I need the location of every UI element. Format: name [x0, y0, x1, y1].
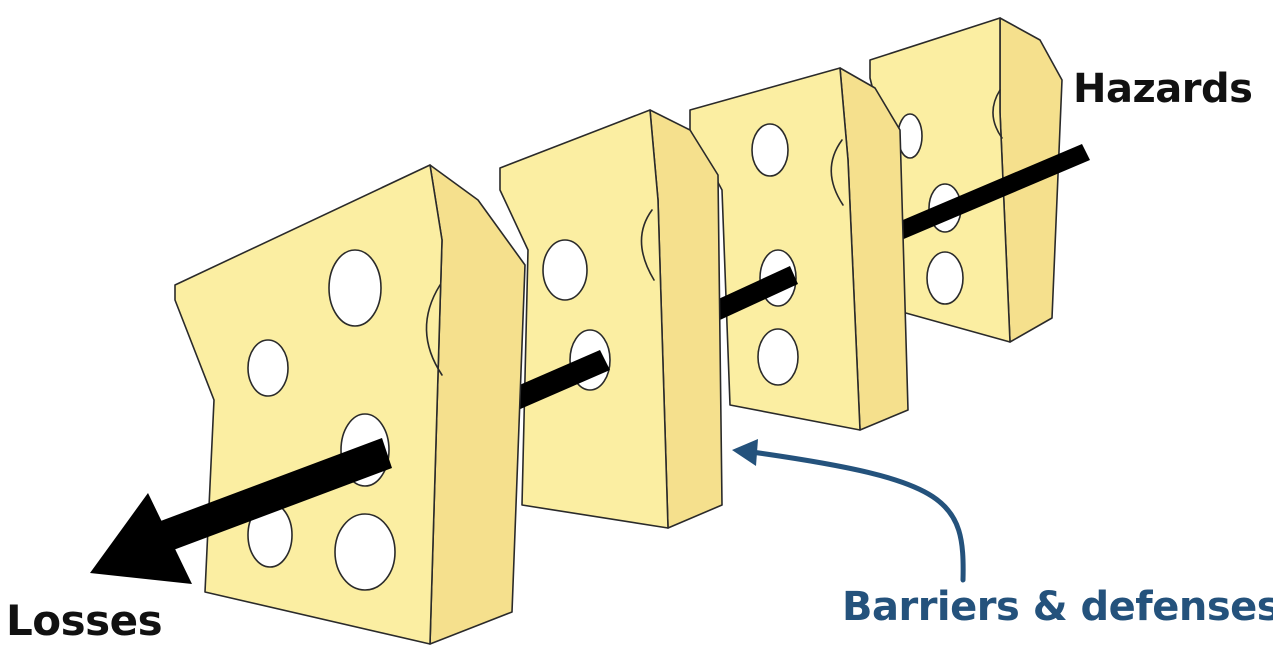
barriers-label: Barriers & defenses: [842, 584, 1273, 630]
cheese-slice-2: [500, 110, 722, 528]
cheese-slice-3: [690, 68, 908, 430]
hazards-label: Hazards: [1073, 66, 1252, 112]
losses-label: Losses: [6, 596, 162, 645]
barriers-pointer-arrow: [732, 439, 963, 580]
cheese-slice-1: [175, 165, 525, 644]
